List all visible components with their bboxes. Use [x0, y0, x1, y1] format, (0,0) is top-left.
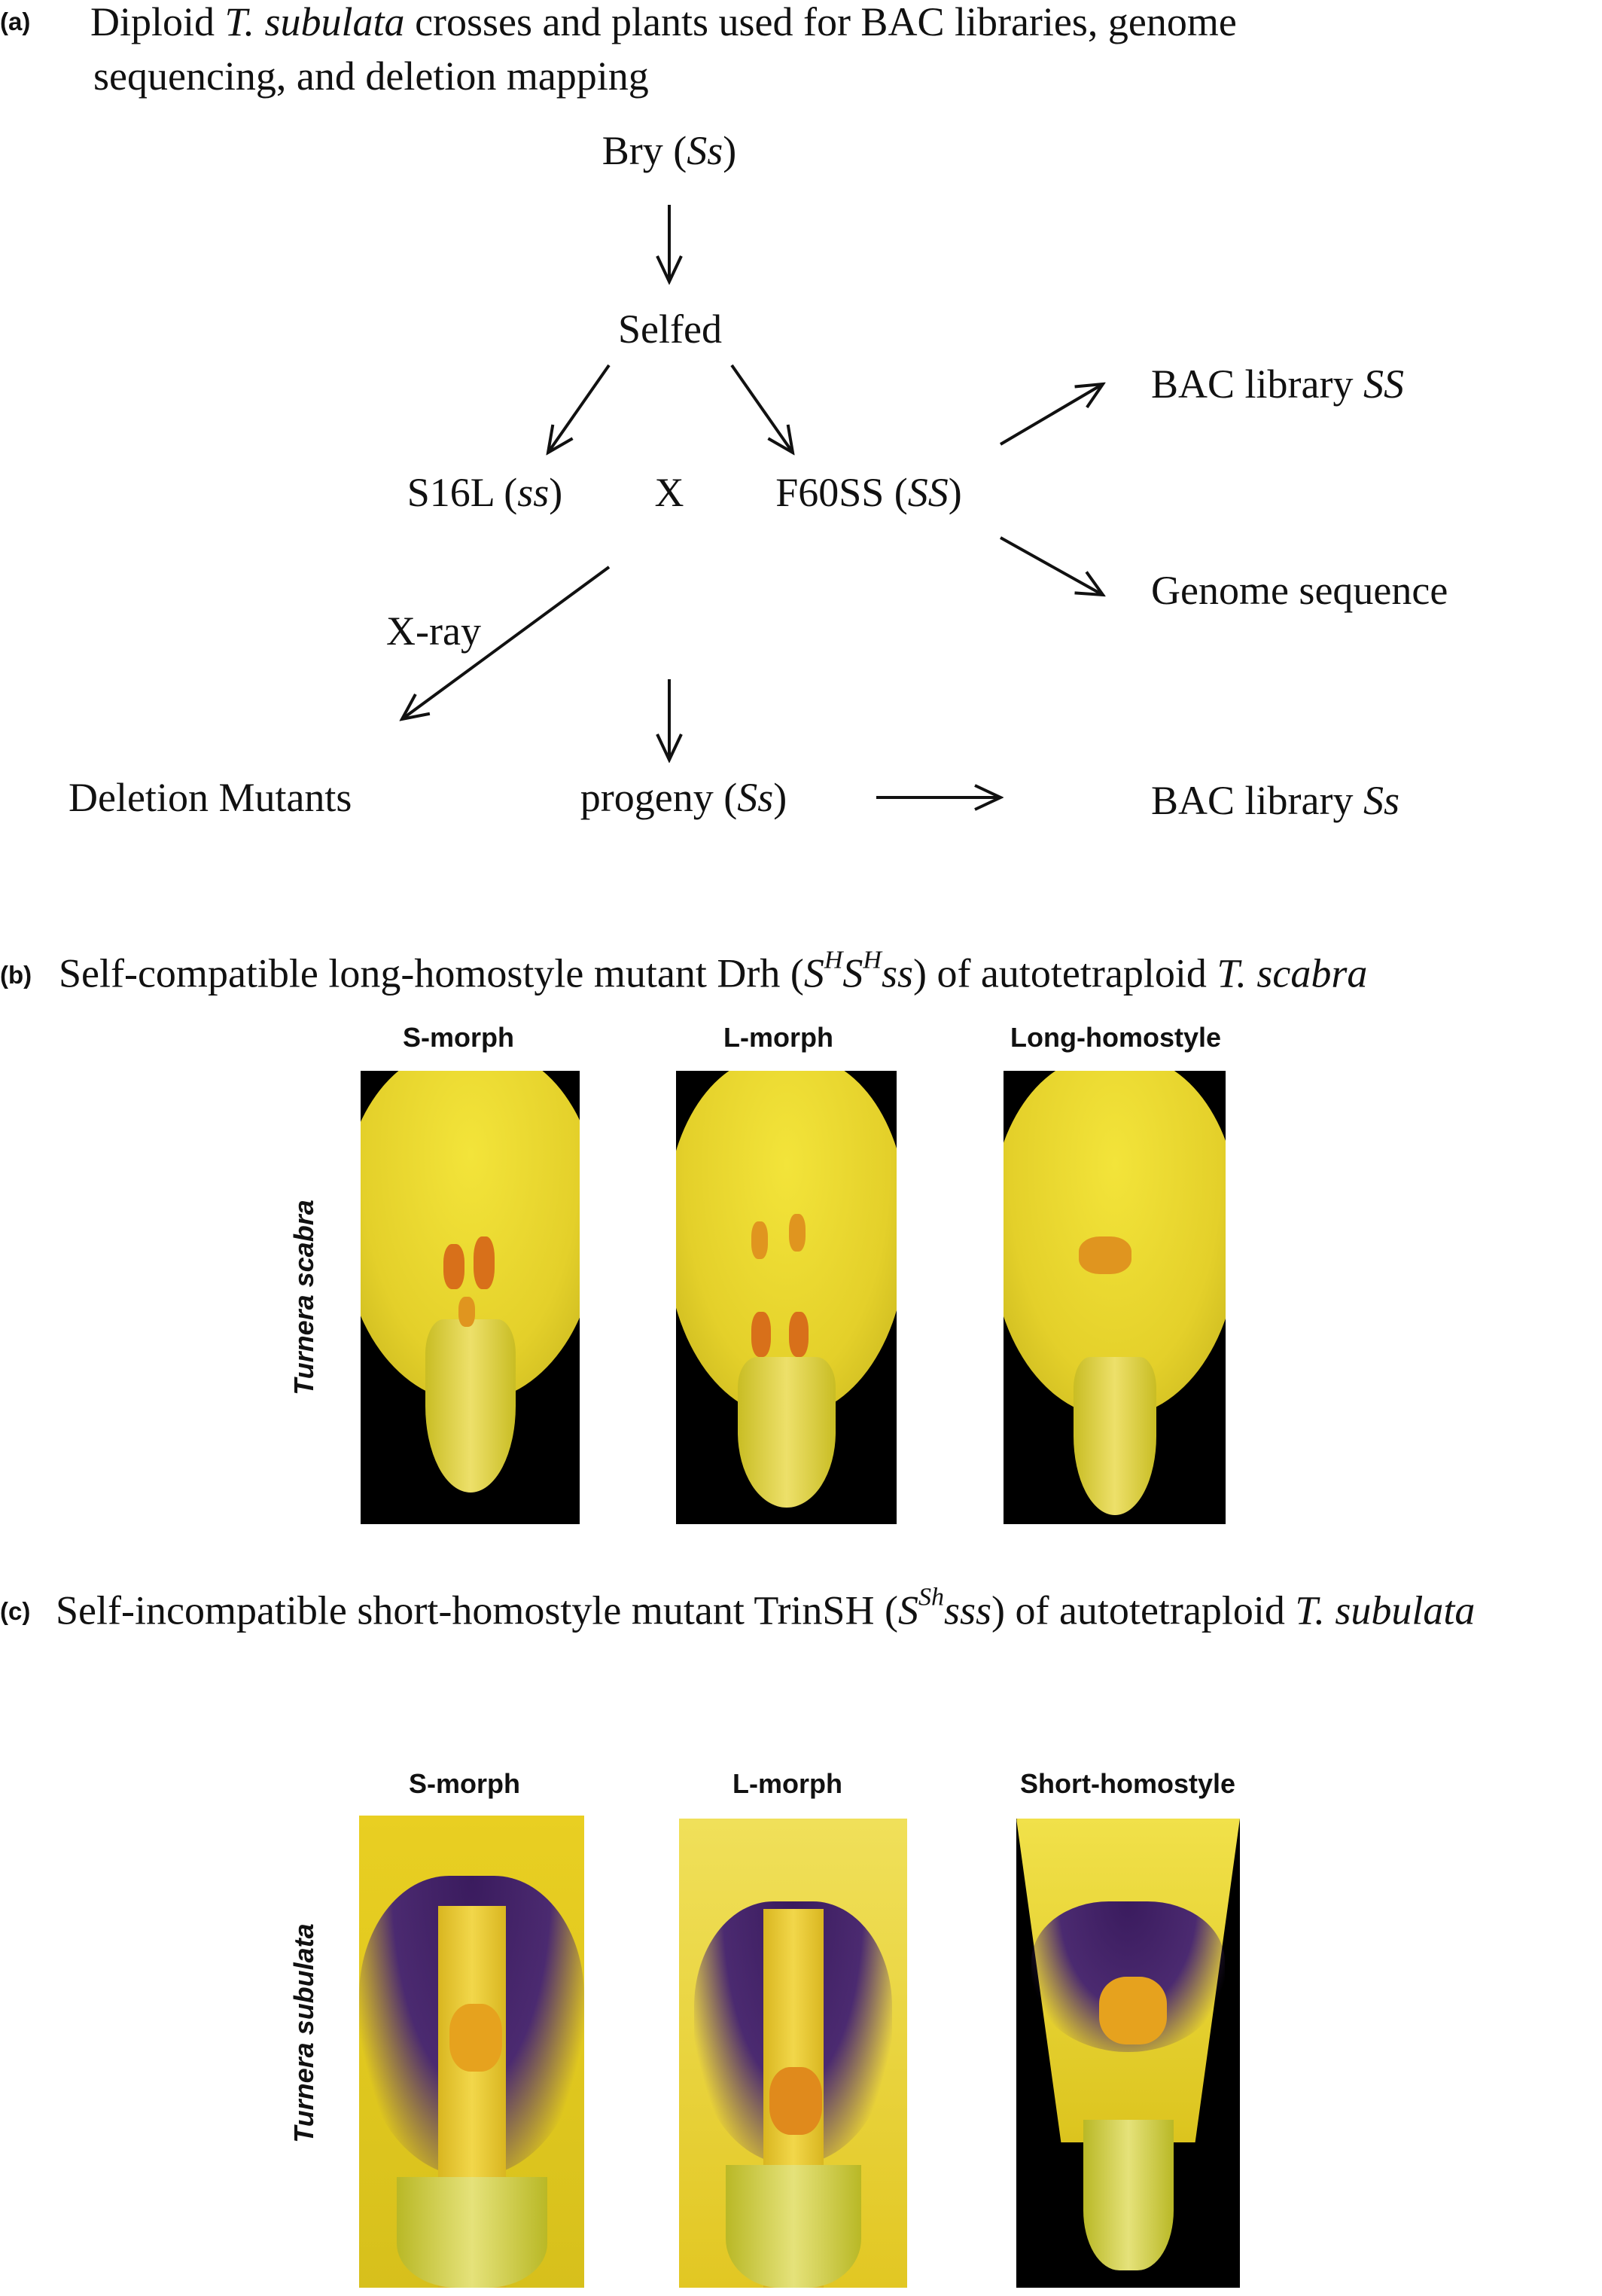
genotype: S	[897, 1587, 918, 1633]
panel-b-title: Self-compatible long-homostyle mutant Dr…	[59, 947, 1368, 996]
genotype: Ss	[1363, 778, 1399, 823]
panel-b-label: (b)	[0, 961, 32, 989]
node-label: progeny (	[580, 775, 738, 820]
flow-arrows	[0, 205, 1602, 904]
column-label: L-morph	[723, 1022, 833, 1053]
node-bac-library-ss: BAC library SS	[1151, 364, 1404, 404]
arrow-xray	[402, 566, 611, 719]
paren: )	[723, 128, 737, 173]
arrow-to-genome	[1000, 536, 1103, 595]
flower-photo-short-homostyle-subulata	[1016, 1819, 1240, 2288]
title-text: crosses and plants used for BAC librarie…	[404, 0, 1237, 44]
genotype: SS	[907, 470, 949, 515]
column-label: Long-homostyle	[1010, 1022, 1221, 1053]
node-genome-sequence: Genome sequence	[1151, 568, 1448, 613]
node-f60ss: F60SS (SS)	[775, 472, 962, 513]
genotype: ss	[517, 470, 550, 515]
title-text: Diploid	[90, 0, 225, 44]
node-label: S16L (	[407, 470, 518, 515]
arrow-selfed-s16l	[548, 364, 611, 453]
species-name: T. scabra	[1217, 950, 1368, 996]
node-label: BAC library	[1151, 361, 1363, 407]
node-deletion-mutants: Deletion Mutants	[69, 775, 352, 820]
panel-c-label: (c)	[0, 1597, 31, 1625]
xray-label: X-ray	[386, 608, 481, 654]
paren: )	[549, 470, 563, 515]
flower-photo-s-morph-scabra	[361, 1071, 580, 1524]
node-progeny: progeny (Ss)	[580, 777, 787, 818]
node-bry: Bry (Ss)	[602, 130, 736, 171]
panel-a-title: Diploid T. subulata crosses and plants u…	[90, 2, 1237, 42]
species-label: Turnera subulata	[288, 1923, 319, 2143]
arrow-selfed-f60ss	[730, 364, 793, 453]
column-label: L-morph	[732, 1768, 842, 1799]
node-label: Bry (	[602, 128, 687, 173]
node-label: BAC library	[1151, 778, 1363, 823]
column-label: S-morph	[403, 1022, 514, 1053]
paren: )	[948, 470, 962, 515]
title-text: ) of autotetraploid	[991, 1587, 1296, 1633]
title-text: Self-incompatible short-homostyle mutant…	[56, 1587, 898, 1633]
title-text: Self-compatible long-homostyle mutant Dr…	[59, 950, 804, 996]
panel-a-title-line2: sequencing, and deletion mapping	[93, 53, 649, 99]
species-name: T. subulata	[224, 0, 405, 44]
node-s16l: S16L (ss)	[407, 472, 563, 513]
column-label: S-morph	[409, 1768, 520, 1799]
genotype: S	[803, 950, 824, 996]
genotype: ss	[881, 950, 913, 996]
genotype: Ss	[687, 128, 723, 173]
panel-a-label: (a)	[0, 8, 31, 35]
genotype: Ss	[737, 775, 774, 820]
cross-symbol: X	[654, 470, 684, 515]
title-text: ) of autotetraploid	[912, 950, 1217, 996]
species-name: T. subulata	[1295, 1587, 1476, 1633]
flower-photo-l-morph-subulata	[679, 1819, 907, 2288]
node-selfed: Selfed	[618, 306, 722, 352]
column-label: Short-homostyle	[1019, 1768, 1236, 1799]
superscript: H	[824, 946, 843, 974]
arrow-to-bac-ss	[999, 384, 1103, 446]
superscript: Sh	[918, 1583, 944, 1611]
paren: )	[773, 775, 787, 820]
flower-photo-s-morph-subulata	[359, 1816, 584, 2288]
superscript: H	[863, 946, 882, 974]
genotype: sss	[943, 1587, 991, 1633]
node-label: F60SS (	[775, 470, 908, 515]
flower-photo-l-morph-scabra	[676, 1071, 897, 1524]
node-bac-library-ss-het: BAC library Ss	[1151, 780, 1399, 821]
species-label: Turnera scabra	[288, 1200, 319, 1395]
flower-photo-long-homostyle-scabra	[1004, 1071, 1226, 1524]
panel-c-title: Self-incompatible short-homostyle mutant…	[56, 1584, 1476, 1633]
genotype: SS	[1363, 361, 1404, 407]
genotype: S	[842, 950, 863, 996]
